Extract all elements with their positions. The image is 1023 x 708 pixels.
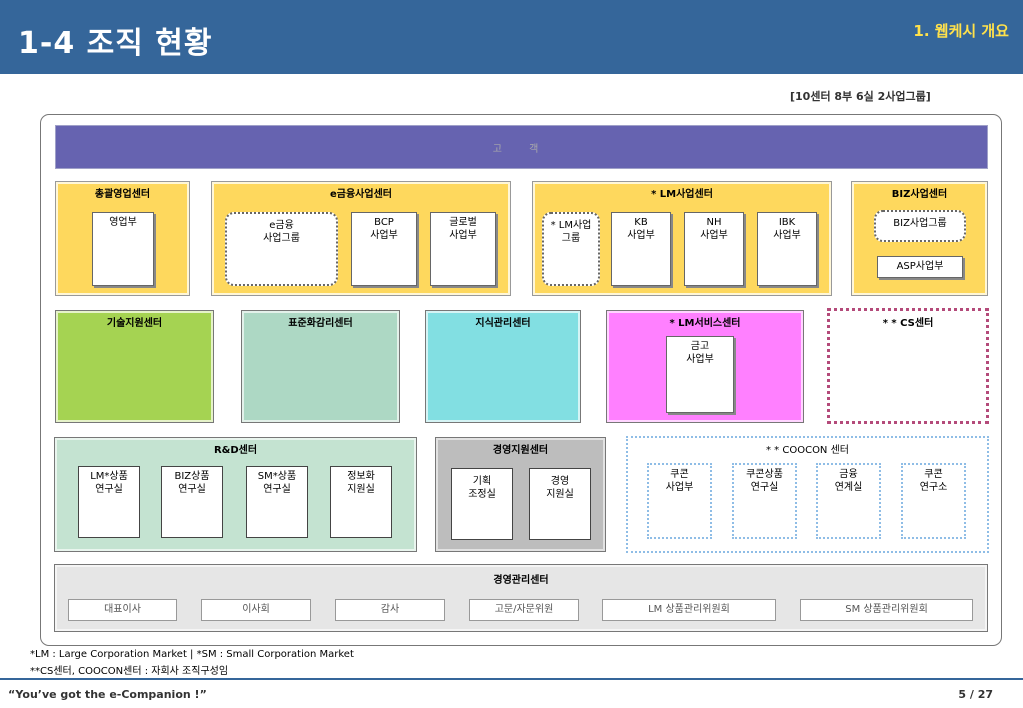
center-title: 지식관리센터 — [475, 318, 531, 329]
customer-bar: 고 객 — [55, 125, 988, 169]
center-title: 경영지원센터 — [492, 445, 549, 456]
unit-box: 경영 지원실 — [529, 468, 591, 540]
center-title: * LM사업센터 — [651, 189, 713, 200]
center-title: BIZ사업센터 — [891, 189, 948, 200]
center-mgmt: 경영관리센터 — [54, 564, 988, 632]
org-summary: [10센터 8부 6실 2사업그룹] — [790, 90, 931, 103]
center-title: * * CS센터 — [882, 318, 934, 329]
unit-box: NH 사업부 — [684, 212, 744, 286]
mgmt-item: 고문/자문위원 — [469, 599, 579, 621]
unit-box: 금융 연계실 — [816, 463, 881, 539]
mgmt-item: 이사회 — [201, 599, 311, 621]
section-label: 1. 웹케시 개요 — [913, 22, 1009, 40]
mgmt-item: LM 상품관리위원회 — [602, 599, 776, 621]
center-knowledge: 지식관리센터 — [425, 310, 581, 423]
unit-box: 쿠콘 사업부 — [647, 463, 712, 539]
center-title: * LM서비스센터 — [669, 318, 741, 329]
unit-box: 기획 조정실 — [451, 468, 513, 540]
header-bar — [0, 0, 1023, 74]
page-number: 5 / 27 — [958, 688, 993, 701]
unit-box: 영업부 — [92, 212, 154, 286]
customer-label: 고 객 — [492, 144, 551, 155]
mgmt-item: 대표이사 — [68, 599, 177, 621]
unit-box: 글로벌 사업부 — [430, 212, 496, 286]
unit-box: KB 사업부 — [611, 212, 671, 286]
mgmt-item: SM 상품관리위원회 — [800, 599, 973, 621]
center-title: 총괄영업센터 — [94, 189, 151, 200]
mgmt-item: 감사 — [335, 599, 445, 621]
center-std: 표준화감리센터 — [241, 310, 400, 423]
center-cs: * * CS센터 — [827, 308, 989, 424]
unit-box: SM*상품 연구실 — [246, 466, 308, 538]
page-title: 1-4 조직 현황 — [18, 26, 213, 61]
footnote-2: **CS센터, COOCON센터 : 자회사 조직구성임 — [30, 666, 229, 677]
unit-box: BCP 사업부 — [351, 212, 417, 286]
center-coocon: * * COOCON 센터 — [626, 436, 989, 553]
center-title: * * COOCON 센터 — [766, 445, 849, 456]
unit-group: BIZ사업그룹 — [874, 210, 966, 242]
unit-box: BIZ상품 연구실 — [161, 466, 223, 538]
unit-box: 금고 사업부 — [666, 336, 734, 413]
unit-box: 정보화 지원실 — [330, 466, 392, 538]
footer-slogan: “You’ve got the e-Companion !” — [8, 688, 207, 701]
unit-box: 쿠콘 연구소 — [901, 463, 966, 539]
center-tech: 기술지원센터 — [55, 310, 214, 423]
footnote-1: *LM : Large Corporation Market | *SM : S… — [30, 649, 354, 660]
center-title: R&D센터 — [213, 445, 258, 456]
center-title: e금융사업센터 — [330, 189, 392, 200]
unit-box: 쿠콘상품 연구실 — [732, 463, 797, 539]
center-title: 표준화감리센터 — [288, 318, 353, 329]
unit-box: ASP사업부 — [877, 256, 963, 278]
center-title: 경영관리센터 — [493, 575, 549, 586]
footer-divider — [0, 678, 1023, 680]
center-title: 기술지원센터 — [106, 318, 163, 329]
unit-group: e금융 사업그룹 — [225, 212, 338, 286]
unit-box: IBK 사업부 — [757, 212, 817, 286]
unit-group: * LM사업 그룹 — [542, 212, 600, 286]
unit-box: LM*상품 연구실 — [78, 466, 140, 538]
